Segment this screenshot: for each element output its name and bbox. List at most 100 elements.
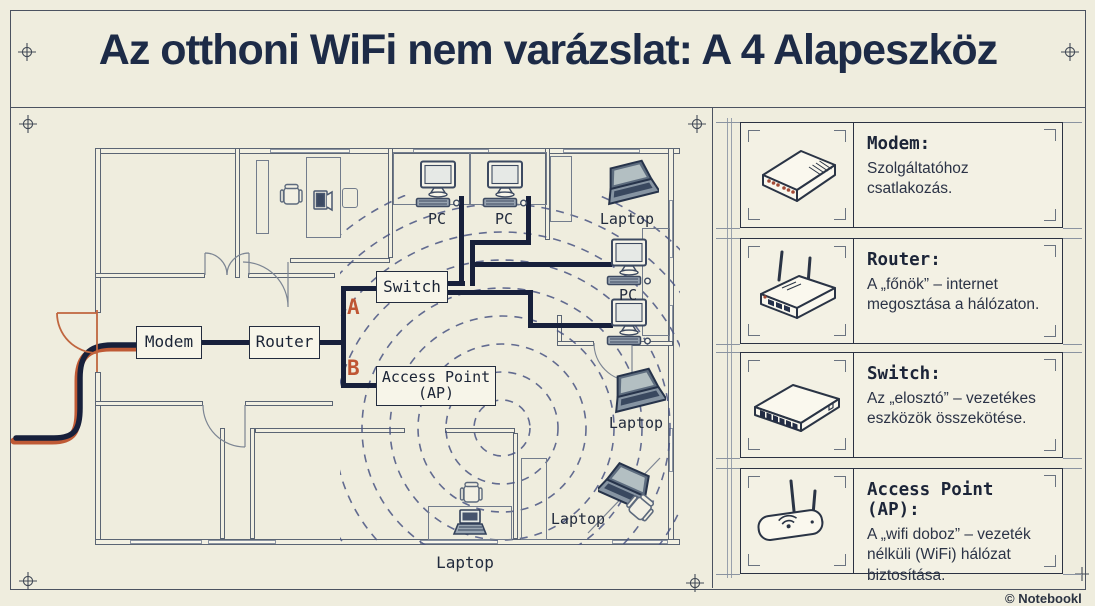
tick (716, 238, 740, 239)
panel-switch-icon-cell (741, 353, 854, 457)
wall (250, 428, 255, 539)
laptop-icon (608, 159, 659, 206)
cable-pc4 (528, 323, 613, 328)
tick (1063, 574, 1082, 575)
tick (1063, 228, 1082, 229)
wall (255, 428, 405, 433)
cable-branch-b (341, 383, 381, 388)
wall (545, 148, 550, 240)
page-title: Az otthoni WiFi nem varázslat: A 4 Alape… (98, 26, 998, 74)
switch-device-icon (754, 384, 840, 432)
window (563, 149, 640, 153)
window (270, 149, 350, 153)
crosshair-registration-icon (18, 43, 36, 61)
pc-label: PC (618, 286, 638, 304)
wall (235, 148, 240, 278)
monitor-on-desk-icon (313, 190, 333, 212)
crosshair-registration-icon (1061, 43, 1079, 61)
window (612, 540, 668, 544)
laptop-label: Laptop (608, 414, 664, 432)
pc-label: PC (427, 210, 447, 228)
office-chair-icon (626, 493, 655, 522)
desk (306, 157, 341, 238)
tick (716, 468, 740, 469)
cable-pc2 (470, 240, 531, 245)
cabinet (521, 458, 547, 540)
tick (1063, 344, 1082, 345)
tick (716, 344, 740, 345)
laptop-label: Laptop (550, 510, 606, 528)
cable-bus (445, 281, 465, 286)
wall (95, 273, 205, 278)
wall (95, 401, 203, 406)
window (130, 540, 202, 544)
wall (445, 428, 515, 433)
panel-switch-desc: Az „elosztó” – vezetékes eszközök összek… (867, 390, 1036, 428)
panel-modem-desc: Szolgáltatóhoz csatlakozás. (867, 160, 969, 198)
cabinet (550, 156, 572, 222)
branch-a-label: A (347, 295, 360, 319)
laptop-label: Laptop (436, 553, 494, 572)
cabinet (256, 160, 269, 234)
wall (513, 433, 518, 539)
cable-modem-router (201, 340, 252, 345)
pc-label: PC (494, 210, 514, 228)
ap-box-label2: (AP) (417, 384, 455, 402)
side-table (342, 188, 358, 208)
laptop-front-icon (452, 509, 488, 535)
cable-junction (341, 286, 346, 388)
sidebar-guide-line (727, 118, 728, 578)
switch-box: Switch (376, 271, 448, 303)
incoming-internet-cable (10, 310, 144, 445)
panel-access-point: Access Point (AP): A „wifi doboz” – veze… (740, 468, 1063, 584)
cable-branch-a (341, 286, 381, 291)
page-border (10, 10, 1086, 590)
cable-pc3 (472, 262, 612, 267)
panel-ap-icon-cell (741, 469, 854, 573)
modem-box: Modem (136, 326, 202, 359)
modem-box-label: Modem (144, 332, 194, 352)
tick (1063, 238, 1082, 239)
tick (716, 122, 740, 123)
switch-box-label: Switch (383, 276, 441, 296)
desk (642, 228, 670, 336)
laptop-icon (615, 367, 666, 414)
router-device-icon (760, 250, 836, 319)
office-chair-icon (279, 183, 303, 205)
panel-ap-title: Access Point (AP): (867, 480, 994, 520)
wall (220, 428, 225, 539)
access-point-box: Access Point (AP) (376, 366, 496, 406)
access-point-device-icon (757, 479, 824, 541)
content-divider (712, 108, 713, 588)
crosshair-registration-icon (686, 574, 704, 592)
tick (716, 458, 740, 459)
pc-icon (606, 238, 652, 286)
cable-pc2 (526, 196, 531, 242)
crosshair-registration-icon (19, 115, 37, 133)
desk (428, 506, 512, 540)
cable-router-out (318, 340, 346, 345)
crosshair-registration-icon (688, 115, 706, 133)
panel-modem-icon-cell (741, 123, 854, 227)
pc-icon (482, 160, 528, 208)
panel-router-desc: A „főnök” – internet megosztása a hálóza… (867, 276, 1040, 314)
laptop-label: Laptop (599, 210, 655, 228)
ap-box-label: Access Point (381, 368, 491, 387)
panel-switch: Switch: Az „elosztó” – vezetékes eszközö… (740, 352, 1063, 458)
tick (1063, 458, 1082, 459)
panel-modem: Modem: Szolgáltatóhoz csatlakozás. (740, 122, 1063, 228)
tick (1063, 352, 1082, 353)
window (669, 428, 673, 472)
tick (1063, 122, 1082, 123)
tick (716, 228, 740, 229)
router-box: Router (249, 326, 320, 359)
crosshair-registration-icon (19, 572, 37, 590)
modem-device-icon (762, 150, 836, 202)
wall (248, 273, 335, 278)
panel-router-icon-cell (741, 239, 854, 343)
router-box-label: Router (255, 332, 314, 352)
pc-icon (415, 160, 461, 208)
sidebar-guide-line (731, 118, 732, 578)
footer-credit: © Notebookl (1005, 591, 1082, 606)
